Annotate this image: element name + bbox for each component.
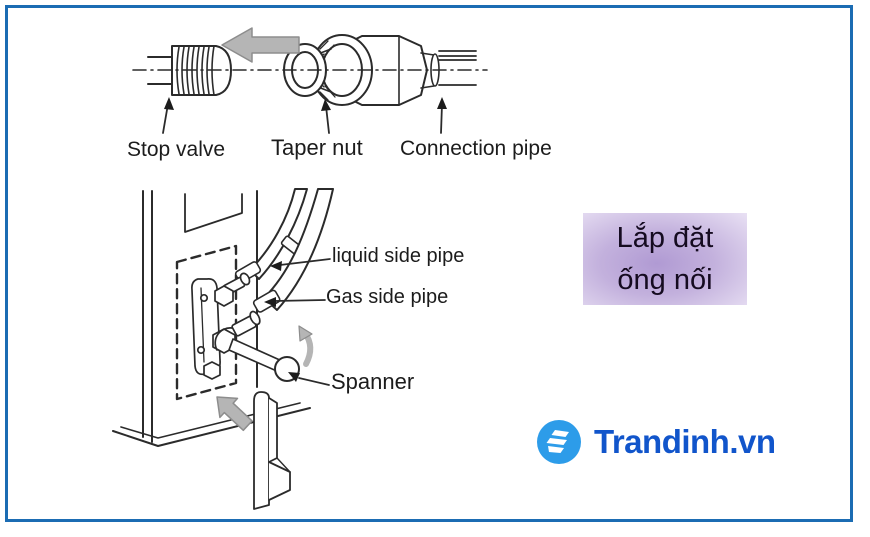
taper-nut-label: Taper nut [271, 135, 363, 160]
trandinh-logo-text: Trandinh.vn [594, 423, 776, 460]
connection-pipe-drawing [438, 50, 477, 86]
trandinh-logo-icon [537, 420, 581, 464]
spanner-label: Spanner [331, 369, 415, 394]
gas-pipe-label: Gas side pipe [326, 286, 449, 308]
callout-line2: ống nối [617, 264, 713, 296]
dashed-valve-area [175, 244, 238, 401]
taper-nut-drawing [283, 34, 440, 106]
trandinh-logo: Trandinh.vn [537, 420, 776, 464]
flare-connection-diagram [132, 27, 488, 134]
valve-assembly-drawing [191, 272, 261, 380]
stop-valve-label: Stop valve [127, 138, 226, 161]
valve-connection-diagram [112, 188, 334, 510]
callout-box: Lắp đặt ống nối [583, 213, 747, 305]
connection-pipe-label: Connection pipe [400, 137, 552, 160]
callout-line1: Lắp đặt [616, 222, 714, 254]
l-tool-drawing [253, 391, 291, 510]
push-up-left-arrow-icon [216, 396, 253, 432]
push-left-arrow-icon [221, 27, 300, 63]
rotation-arrow-icon [298, 325, 314, 367]
label-pointer-arrows [162, 97, 447, 134]
liquid-pipe-label: liquid side pipe [332, 245, 465, 267]
leader-lines [264, 258, 331, 386]
outdoor-unit-drawing [112, 190, 311, 447]
